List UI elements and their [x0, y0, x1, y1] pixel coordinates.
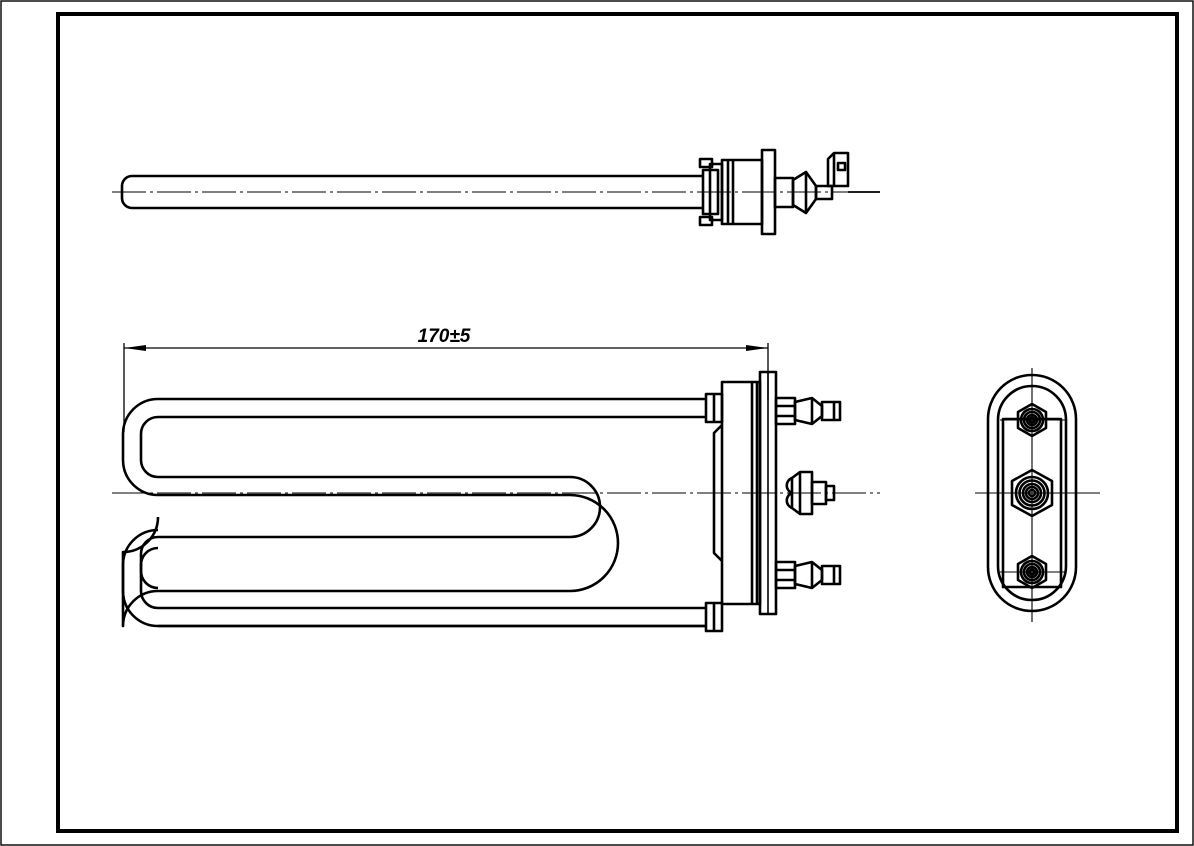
front-view-collar-lower: [704, 601, 724, 633]
front-view-terminal-stud-lower: [774, 560, 842, 590]
front-view-flange-rim: [758, 370, 778, 616]
inner-border: [56, 12, 1179, 833]
top-view-top-nipple: [698, 157, 714, 169]
front-view-tube-outer-upper: [121, 397, 706, 497]
front-view-loop-lower-left-inner: [139, 546, 706, 610]
top-view-collar-left: [701, 168, 720, 216]
dimension-arrow-left: [124, 345, 146, 351]
front-view-tube-bend-right-inner: [158, 475, 602, 539]
front-view-terminal-stud-upper: [774, 396, 842, 426]
top-view-stud-hex: [773, 176, 795, 209]
front-view-center-stud: [810, 480, 828, 506]
front-view-center-nut-arc-top: [785, 476, 793, 495]
top-view-bottom-nipple: [698, 215, 714, 227]
front-view-center-nut-arc-bottom: [785, 491, 793, 510]
top-view-flange-rim: [760, 148, 777, 236]
front-view-tube-bend-right-outer: [158, 493, 620, 593]
dimension-overall-length-text: 170±5: [418, 326, 471, 347]
dimension-arrow-right: [746, 345, 768, 351]
front-view-center-stud-tip: [824, 484, 836, 502]
end-view-centerlines: [975, 368, 1100, 622]
front-view-loop-lower-left-outer: [121, 528, 706, 628]
top-view-blade-hole: [836, 161, 847, 172]
top-view-stud-shank: [814, 184, 834, 201]
front-view-tube-inner-upper: [139, 415, 706, 479]
top-view-blade-terminal: [826, 151, 850, 188]
